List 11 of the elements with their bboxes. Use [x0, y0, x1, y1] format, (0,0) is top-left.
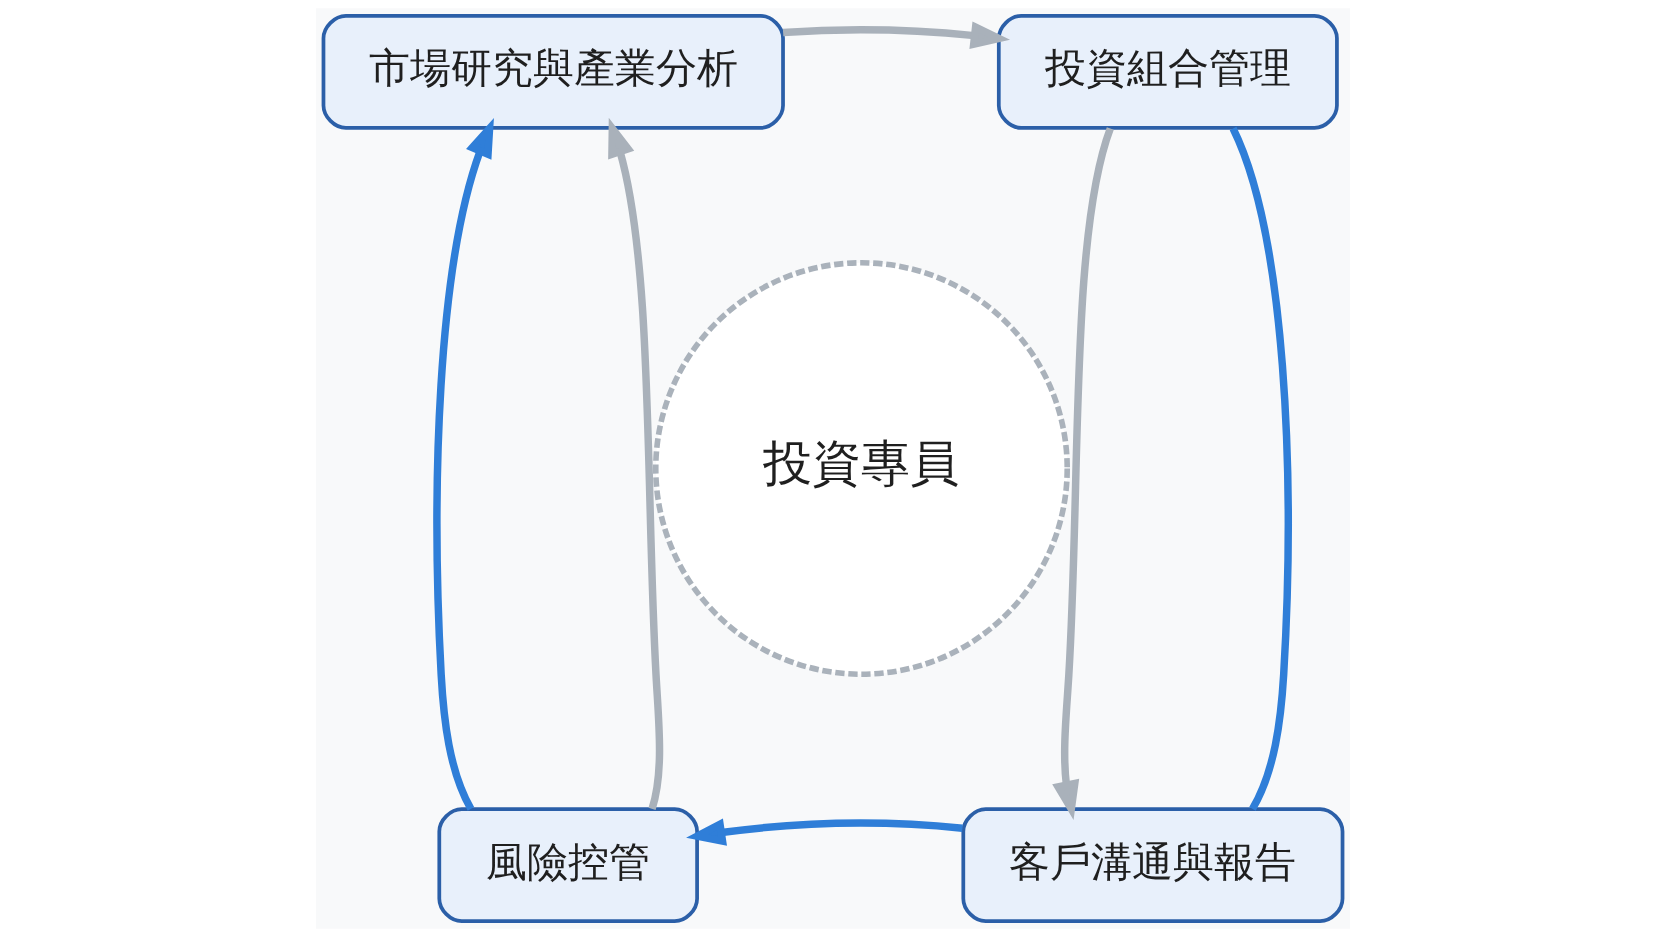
node-circle: 投資專員 — [652, 259, 1070, 677]
arrow — [686, 818, 963, 846]
arrow — [1052, 127, 1114, 820]
arrow — [608, 117, 664, 810]
node-box: 投資組合管理 — [996, 13, 1339, 130]
arrow — [782, 21, 1011, 49]
connector — [1229, 127, 1292, 811]
node-box: 風險控管 — [437, 807, 699, 924]
node-box: 市場研究與產業分析 — [321, 13, 785, 130]
node-box: 客戶溝通與報告 — [961, 807, 1345, 924]
arrow — [433, 118, 494, 811]
